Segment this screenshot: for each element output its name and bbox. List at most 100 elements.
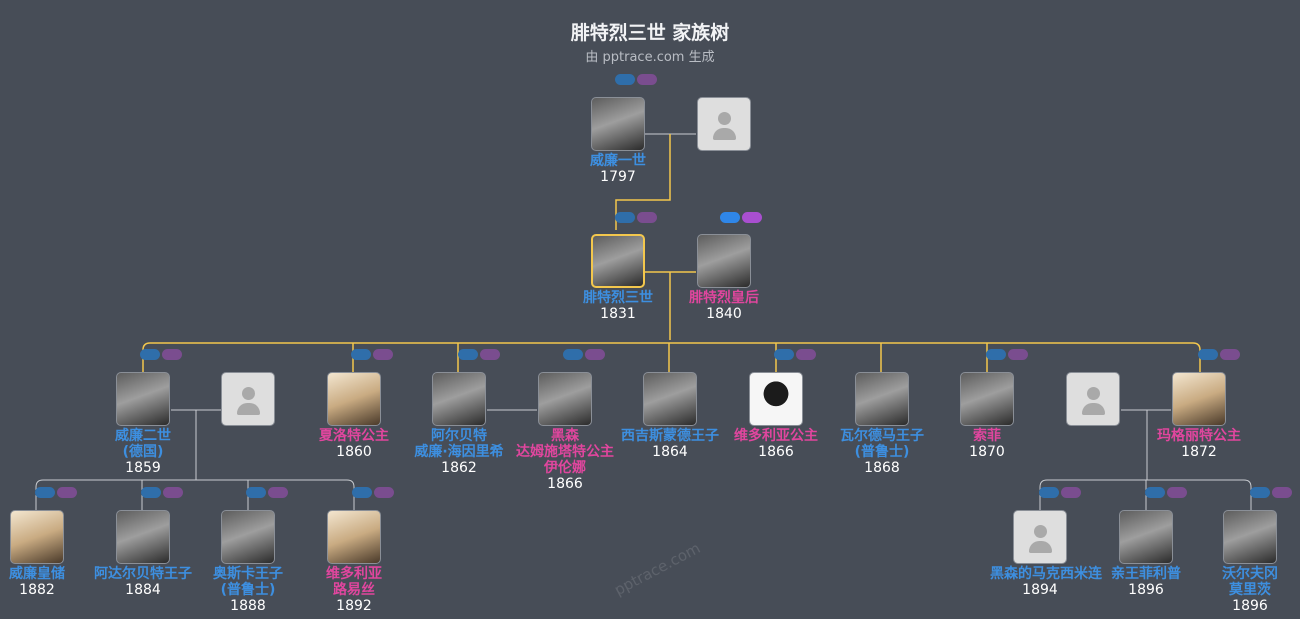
person-name: 威廉二世 (德国) bbox=[115, 428, 171, 460]
expand-toggle[interactable] bbox=[35, 487, 79, 499]
expand-toggle[interactable] bbox=[351, 349, 395, 361]
birth-year: 1868 bbox=[864, 460, 900, 476]
expand-toggle[interactable] bbox=[986, 349, 1030, 361]
person-sigismund[interactable]: 西吉斯蒙德王子 1864 bbox=[620, 372, 720, 460]
portrait-photo bbox=[116, 510, 170, 564]
person-sophie[interactable]: 索菲 1870 bbox=[937, 372, 1037, 460]
birth-year: 1864 bbox=[652, 444, 688, 460]
person-name: 玛格丽特公主 bbox=[1157, 428, 1241, 444]
portrait-photo bbox=[1119, 510, 1173, 564]
birth-year: 1797 bbox=[600, 169, 636, 185]
person-wilhelm2[interactable]: 威廉二世 (德国) 1859 bbox=[93, 372, 193, 476]
expand-toggle[interactable] bbox=[774, 349, 818, 361]
person-charlotte[interactable]: 夏洛特公主 1860 bbox=[304, 372, 404, 460]
expand-toggle[interactable] bbox=[458, 349, 502, 361]
portrait-photo bbox=[960, 372, 1014, 426]
portrait-photo bbox=[591, 234, 645, 288]
person-irene[interactable]: 黑森 达姆施塔特公主伊伦娜 1866 bbox=[515, 372, 615, 492]
person-name: 索菲 bbox=[973, 428, 1001, 444]
portrait-photo bbox=[697, 234, 751, 288]
birth-year: 1888 bbox=[230, 598, 266, 614]
expand-toggle[interactable] bbox=[141, 487, 185, 499]
person-name: 阿达尔贝特王子 bbox=[94, 566, 192, 582]
birth-year: 1860 bbox=[336, 444, 372, 460]
birth-year: 1882 bbox=[19, 582, 55, 598]
expand-toggle[interactable] bbox=[615, 212, 659, 224]
portrait-photo bbox=[1223, 510, 1277, 564]
chart-subtitle: 由 pptrace.com 生成 bbox=[585, 50, 715, 65]
expand-toggle[interactable] bbox=[720, 212, 764, 224]
person-spouse-unknown[interactable] bbox=[1043, 372, 1143, 426]
avatar-placeholder-icon bbox=[221, 372, 275, 426]
portrait-photo bbox=[591, 97, 645, 151]
person-maximilian[interactable]: 黑森的马克西米连 1894 bbox=[990, 510, 1102, 598]
person-margarete[interactable]: 玛格丽特公主 1872 bbox=[1149, 372, 1249, 460]
person-name: 亲王菲利普 bbox=[1111, 566, 1181, 582]
portrait-photo bbox=[116, 372, 170, 426]
person-name: 沃尔夫冈 莫里茨 bbox=[1222, 566, 1278, 598]
birth-year: 1859 bbox=[125, 460, 161, 476]
portrait-photo bbox=[855, 372, 909, 426]
person-name: 维多利亚公主 bbox=[734, 428, 818, 444]
expand-toggle[interactable] bbox=[1039, 487, 1083, 499]
portrait-photo bbox=[1172, 372, 1226, 426]
portrait-photo bbox=[221, 510, 275, 564]
person-crown-prince[interactable]: 威廉皇储 1882 bbox=[0, 510, 87, 598]
person-albert[interactable]: 阿尔贝特 威廉·海因里希 1862 bbox=[409, 372, 509, 476]
person-name: 黑森的马克西米连 bbox=[990, 566, 1102, 582]
person-name: 威廉皇储 bbox=[9, 566, 65, 582]
person-name: 西吉斯蒙德王子 bbox=[621, 428, 719, 444]
person-name: 腓特烈三世 bbox=[583, 290, 653, 306]
expand-toggle[interactable] bbox=[1198, 349, 1242, 361]
birth-year: 1870 bbox=[969, 444, 1005, 460]
person-adalbert[interactable]: 阿达尔贝特王子 1884 bbox=[93, 510, 193, 598]
person-victoria[interactable]: 腓特烈皇后 1840 bbox=[674, 234, 774, 322]
portrait-photo bbox=[327, 510, 381, 564]
portrait-photo bbox=[10, 510, 64, 564]
birth-year: 1896 bbox=[1232, 598, 1268, 614]
birth-year: 1866 bbox=[547, 476, 583, 492]
expand-toggle[interactable] bbox=[1250, 487, 1294, 499]
person-name: 阿尔贝特 威廉·海因里希 bbox=[414, 428, 504, 460]
birth-year: 1896 bbox=[1128, 582, 1164, 598]
person-name: 夏洛特公主 bbox=[319, 428, 389, 444]
expand-toggle[interactable] bbox=[1145, 487, 1189, 499]
expand-toggle[interactable] bbox=[352, 487, 396, 499]
person-oskar[interactable]: 奥斯卡王子 (普鲁士) 1888 bbox=[198, 510, 298, 614]
birth-year: 1831 bbox=[600, 306, 636, 322]
birth-year: 1840 bbox=[706, 306, 742, 322]
person-spouse-unknown[interactable] bbox=[198, 372, 298, 426]
chart-title: 腓特烈三世 家族树 bbox=[570, 22, 730, 44]
person-name: 黑森 达姆施塔特公主伊伦娜 bbox=[516, 428, 614, 476]
person-friedrich3[interactable]: 腓特烈三世 1831 bbox=[568, 234, 668, 322]
person-name: 威廉一世 bbox=[590, 153, 646, 169]
avatar-placeholder-icon bbox=[1066, 372, 1120, 426]
portrait-photo bbox=[643, 372, 697, 426]
person-name: 奥斯卡王子 (普鲁士) bbox=[213, 566, 283, 598]
expand-toggle[interactable] bbox=[563, 349, 607, 361]
birth-year: 1892 bbox=[336, 598, 372, 614]
person-viktoria-luise[interactable]: 维多利亚 路易丝 1892 bbox=[304, 510, 404, 614]
portrait-photo bbox=[538, 372, 592, 426]
person-wilhelm1[interactable]: 威廉一世 1797 bbox=[568, 97, 668, 185]
person-waldemar[interactable]: 瓦尔德马王子 (普鲁士) 1868 bbox=[832, 372, 932, 476]
portrait-photo bbox=[327, 372, 381, 426]
person-viktoria[interactable]: 维多利亚公主 1866 bbox=[726, 372, 826, 460]
avatar-placeholder-icon bbox=[1013, 510, 1067, 564]
person-philipp[interactable]: 亲王菲利普 1896 bbox=[1096, 510, 1196, 598]
expand-toggle[interactable] bbox=[140, 349, 184, 361]
expand-toggle[interactable] bbox=[246, 487, 290, 499]
avatar-placeholder-icon bbox=[697, 97, 751, 151]
person-name: 腓特烈皇后 bbox=[689, 290, 759, 306]
portrait-photo bbox=[749, 372, 803, 426]
birth-year: 1872 bbox=[1181, 444, 1217, 460]
person-name: 瓦尔德马王子 (普鲁士) bbox=[840, 428, 924, 460]
person-spouse-unknown[interactable] bbox=[674, 97, 774, 151]
portrait-photo bbox=[432, 372, 486, 426]
birth-year: 1862 bbox=[441, 460, 477, 476]
birth-year: 1866 bbox=[758, 444, 794, 460]
expand-toggle[interactable] bbox=[615, 74, 659, 86]
person-name: 维多利亚 路易丝 bbox=[326, 566, 382, 598]
person-wolfgang[interactable]: 沃尔夫冈 莫里茨 1896 bbox=[1200, 510, 1300, 614]
birth-year: 1884 bbox=[125, 582, 161, 598]
